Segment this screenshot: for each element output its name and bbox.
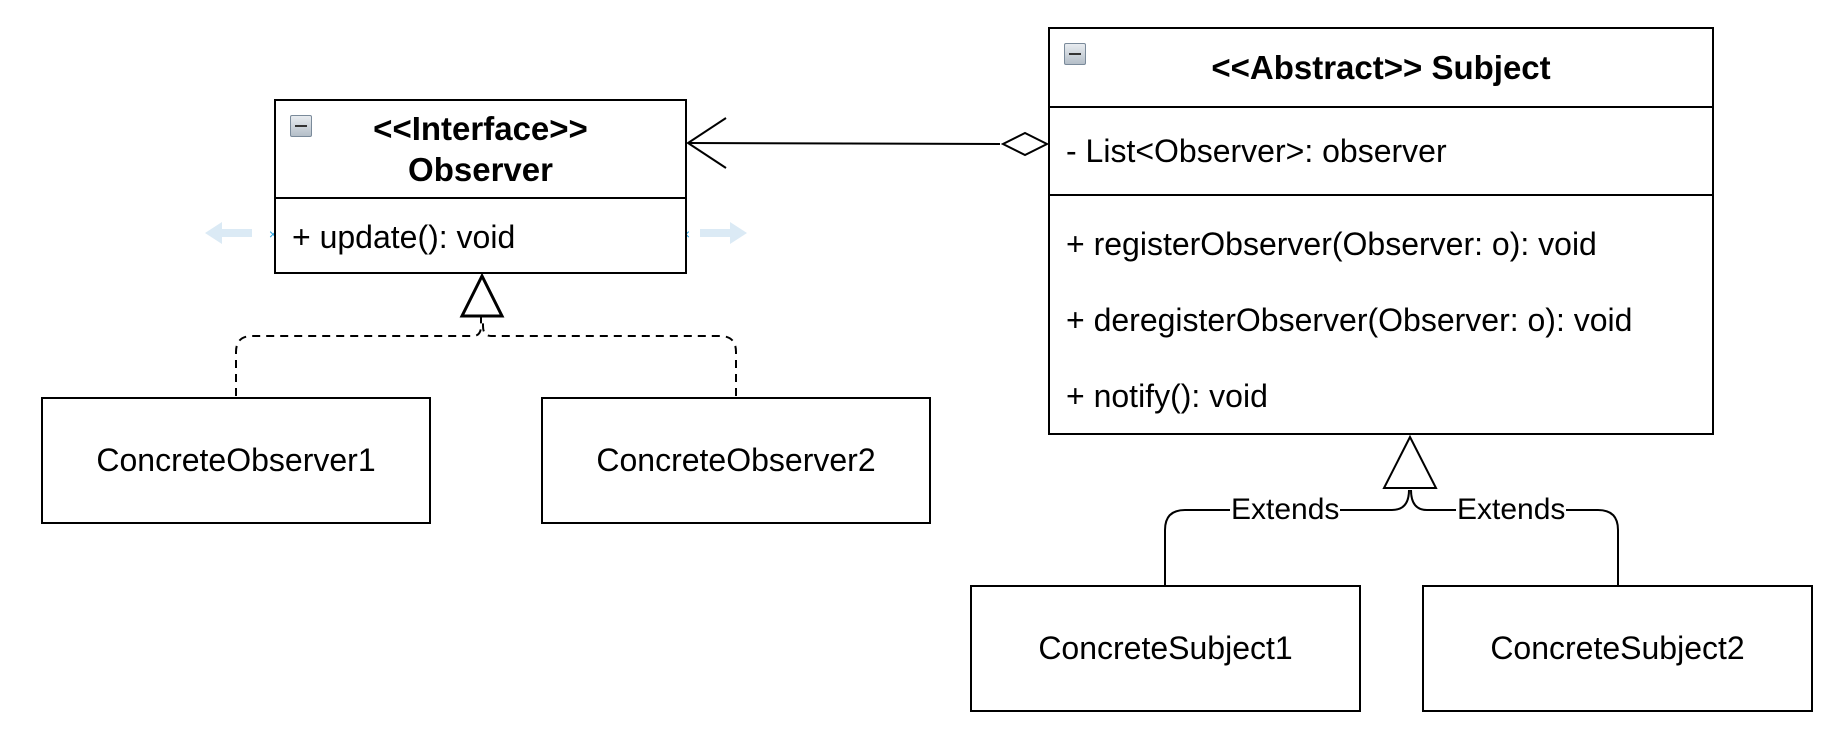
observer-header: <<Interface>> Observer — [276, 101, 685, 197]
subject-title: <<Abstract>> Subject — [1211, 49, 1551, 86]
extends-label-right[interactable]: Extends — [1456, 493, 1567, 527]
realization-line-right[interactable] — [482, 317, 737, 396]
collapse-icon[interactable] — [290, 115, 312, 137]
resize-hint-left-arrow[interactable] — [205, 222, 252, 244]
concrete-observer-1[interactable]: ConcreteObserver1 — [41, 397, 431, 524]
concrete-subject-1[interactable]: ConcreteSubject1 — [970, 585, 1361, 712]
aggregation-diamond[interactable] — [1000, 131, 1050, 157]
resize-hint-right-arrow[interactable] — [700, 222, 747, 244]
collapse-icon[interactable] — [1064, 43, 1086, 65]
subject-method-deregister[interactable]: + deregisterObserver(Observer: o): void — [1066, 302, 1633, 338]
subject-method-notify[interactable]: + notify(): void — [1066, 378, 1268, 414]
realization-line-left[interactable] — [235, 317, 482, 396]
generalization-line-left[interactable] — [1164, 489, 1410, 586]
concrete-observer-2[interactable]: ConcreteObserver2 — [541, 397, 931, 524]
observer-stereotype: <<Interface>> — [373, 110, 588, 147]
realization-triangle[interactable] — [459, 272, 505, 318]
extends-label-left[interactable]: Extends — [1230, 493, 1341, 527]
concrete-subject-2[interactable]: ConcreteSubject2 — [1422, 585, 1813, 712]
subject-methods-compartment: + registerObserver(Observer: o): void + … — [1050, 194, 1712, 433]
aggregation-line[interactable] — [687, 142, 1001, 145]
selection-marker-left: × — [269, 226, 277, 242]
subject-method-register[interactable]: + registerObserver(Observer: o): void — [1066, 226, 1597, 262]
subject-attribute-observer[interactable]: - List<Observer>: observer — [1050, 106, 1712, 194]
generalization-triangle[interactable] — [1382, 434, 1438, 489]
observer-interface-class[interactable]: <<Interface>> Observer + update(): void — [274, 99, 687, 274]
generalization-line-right[interactable] — [1410, 489, 1619, 586]
subject-abstract-class[interactable]: <<Abstract>> Subject - List<Observer>: o… — [1048, 27, 1714, 435]
association-open-arrowhead[interactable] — [686, 117, 727, 169]
observer-name: Observer — [408, 151, 553, 188]
observer-method-update[interactable]: + update(): void — [276, 197, 685, 274]
